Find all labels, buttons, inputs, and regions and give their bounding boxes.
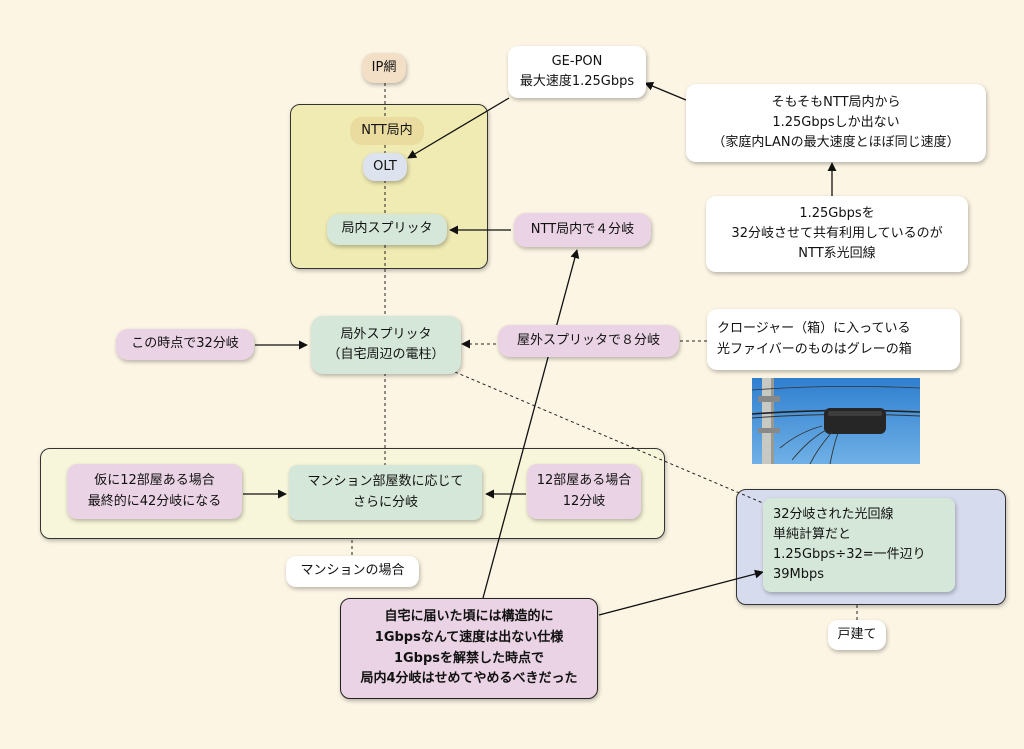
arrow-note-to-gepon (644, 81, 687, 101)
olt-node: OLT (363, 153, 407, 181)
outdoor-splitter-line-1: 局外スプリッタ (340, 326, 432, 342)
conclusion-node: 自宅に届いた頃には構造的に 1Gbpsなんて速度は出ない仕様 1Gbpsを解禁し… (340, 598, 598, 699)
detached-line-2: 単純計算だと (773, 526, 852, 542)
conclusion-line-4: 局内4分岐はせめてやめるべきだった (360, 671, 578, 687)
ntt-speed-note: そもそもNTT局内から 1.25Gbpsしか出ない （家庭内LANの最大速度とほ… (686, 84, 986, 162)
detached-line-3: 1.25Gbps÷32=一件辺り (773, 547, 926, 562)
outdoor-splitter-node: 局外スプリッタ （自宅周辺の電柱） (311, 316, 461, 374)
arrow-conclusion-to-4way (482, 249, 580, 599)
mansion-12-line-2: 12分岐 (562, 493, 606, 509)
detached-case-label-node: 戸建て (828, 620, 886, 650)
closure-note-line-2: 光ファイバーのものはグレーの箱 (717, 341, 912, 357)
gepon-node: GE-PON 最大速度1.25Gbps (508, 46, 646, 98)
shared-line-note: 1.25Gbpsを 32分岐させて共有利用しているのが NTT系光回線 (706, 196, 968, 272)
mansion-42-line-2: 最終的に42分岐になる (87, 493, 222, 509)
arrow-conclusion-to-house (598, 569, 764, 616)
shared-line-note-line-1: 1.25Gbpsを (799, 205, 875, 221)
arrow-gepon-to-olt (407, 97, 510, 159)
outdoor-8way-node: 屋外スプリッタで８分岐 (498, 325, 679, 357)
ip-network-node: IP網 (362, 53, 406, 83)
mansion-split-line-1: マンション部屋数に応じて (307, 474, 464, 490)
mansion-case-label-node: マンションの場合 (286, 556, 419, 587)
office-4way-label: NTT局内で４分岐 (530, 221, 635, 237)
closure-note-line-1: クロージャー（箱）に入っている (717, 321, 911, 337)
mansion-42-line-1: 仮に12部屋ある場合 (94, 473, 215, 489)
mansion-split-node: マンション部屋数に応じて さらに分岐 (289, 465, 482, 520)
ntt-office-node: NTT局内 (350, 117, 424, 145)
detached-case-label: 戸建て (837, 626, 877, 642)
split-32-label: この時点で32分岐 (131, 336, 239, 352)
ip-network-label: IP網 (371, 59, 397, 75)
ntt-speed-note-line-1: そもそもNTT局内から (771, 94, 901, 110)
olt-label: OLT (373, 158, 397, 174)
closure-photo (752, 378, 920, 464)
conclusion-line-2: 1Gbpsなんて速度は出ない仕様 (374, 629, 564, 645)
mansion-12-line-1: 12部屋ある場合 (536, 473, 632, 489)
mansion-12-node: 12部屋ある場合 12分岐 (527, 464, 641, 519)
gepon-line-2: 最大速度1.25Gbps (519, 74, 635, 89)
shared-line-note-line-3: NTT系光回線 (798, 246, 876, 262)
mansion-split-line-2: さらに分岐 (352, 494, 418, 510)
ntt-speed-note-line-2: 1.25Gbpsしか出ない (772, 114, 900, 130)
split-32-node: この時点で32分岐 (116, 329, 254, 360)
gepon-line-1: GE-PON (551, 53, 603, 69)
closure-note: クロージャー（箱）に入っている 光ファイバーのものはグレーの箱 (707, 309, 960, 370)
detached-line-node: 32分岐された光回線 単純計算だと 1.25Gbps÷32=一件辺り 39Mbp… (763, 498, 955, 592)
conclusion-line-1: 自宅に届いた頃には構造的に (384, 608, 554, 624)
mansion-42-node: 仮に12部屋ある場合 最終的に42分岐になる (67, 464, 242, 519)
mansion-case-label: マンションの場合 (300, 563, 405, 579)
conclusion-line-3: 1Gbpsを解禁した時点で (393, 650, 545, 666)
outdoor-splitter-line-2: （自宅周辺の電柱） (327, 347, 445, 362)
office-splitter-node: 局内スプリッタ (327, 214, 447, 245)
detached-line-1: 32分岐された光回線 (773, 506, 894, 522)
ntt-office-label: NTT局内 (361, 122, 413, 138)
office-4way-node: NTT局内で４分岐 (514, 213, 651, 247)
outdoor-8way-label: 屋外スプリッタで８分岐 (516, 332, 660, 348)
office-splitter-label: 局内スプリッタ (341, 221, 433, 237)
ntt-speed-note-line-3: （家庭内LANの最大速度とほぼ同じ速度） (712, 135, 960, 151)
detached-line-4: 39Mbps (773, 567, 825, 583)
shared-line-note-line-2: 32分岐させて共有利用しているのが (731, 225, 943, 241)
